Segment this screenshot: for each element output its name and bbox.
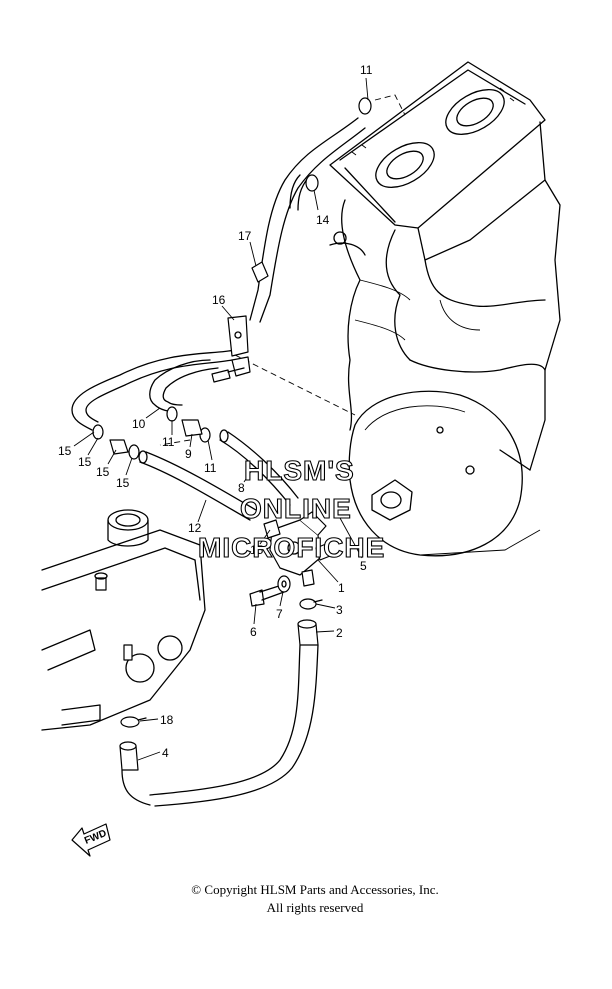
callout-14: 15 [58, 444, 72, 458]
reference-line [159, 439, 191, 446]
callout-1: 1 [338, 581, 345, 595]
bracket-16 [227, 315, 251, 377]
callout-15: 15 [116, 476, 130, 490]
callout-10: 10 [132, 417, 146, 431]
fitting-13 [109, 439, 129, 455]
clip-17 [251, 261, 269, 283]
callout-11: 11 [360, 63, 373, 77]
fuel-tank [41, 509, 206, 731]
callout-3: 3 [336, 603, 343, 617]
callout-17: 17 [238, 229, 252, 243]
callout-9: 9 [185, 447, 192, 461]
callout-2: 2 [336, 626, 343, 640]
engine-block [329, 179, 561, 471]
callout-12: 12 [188, 521, 202, 535]
hose-4 [119, 741, 151, 806]
callout-4: 4 [162, 746, 169, 760]
callout-15: 15 [250, 543, 264, 557]
watermark-line-3: MICROFICHE [198, 532, 385, 563]
rights-text: All rights reserved [266, 900, 364, 915]
washer-7 [277, 575, 291, 593]
fuel-cock-1 [263, 511, 331, 587]
callout-labels: 11 14 17 16 15 15 15 15 10 11 9 11 8 12 … [58, 63, 373, 760]
watermark-line-2: ONLINE [240, 493, 352, 524]
callout-11: 11 [162, 435, 175, 449]
callout-11: 11 [204, 461, 217, 475]
watermark-line-1: HLSM'S [244, 455, 355, 486]
callout-16: 16 [212, 293, 226, 307]
watermark: HLSM'S ONLINE MICROFICHE [197, 454, 385, 563]
callout-18: 18 [160, 713, 174, 727]
fitting-9 [181, 419, 203, 437]
reference-line [374, 94, 406, 116]
callout-15: 15 [78, 455, 92, 469]
clamp-3 [299, 598, 323, 610]
copyright-text: © Copyright HLSM Parts and Accessories, … [191, 882, 439, 897]
callout-15: 14 [316, 213, 330, 227]
bolt [211, 367, 245, 383]
reference-line [234, 354, 356, 416]
callout-13: 15 [96, 465, 110, 479]
callout-8: 8 [238, 481, 245, 495]
callout-7: 7 [276, 607, 283, 621]
hose-2 [149, 619, 319, 807]
callout-leaders [73, 77, 369, 761]
callout-6: 6 [250, 625, 257, 639]
fuel-hose-upper [249, 117, 366, 323]
callout-5: 5 [360, 559, 367, 573]
hose-14-and-10 [71, 349, 236, 431]
hose-12 [138, 450, 257, 521]
clamp-18 [120, 716, 147, 728]
hose-8 [219, 429, 299, 506]
hose-clamp [92, 97, 372, 460]
fwd-arrow: FWD [71, 823, 111, 857]
intake-manifold [329, 61, 546, 261]
flywheel-cover [348, 390, 541, 557]
